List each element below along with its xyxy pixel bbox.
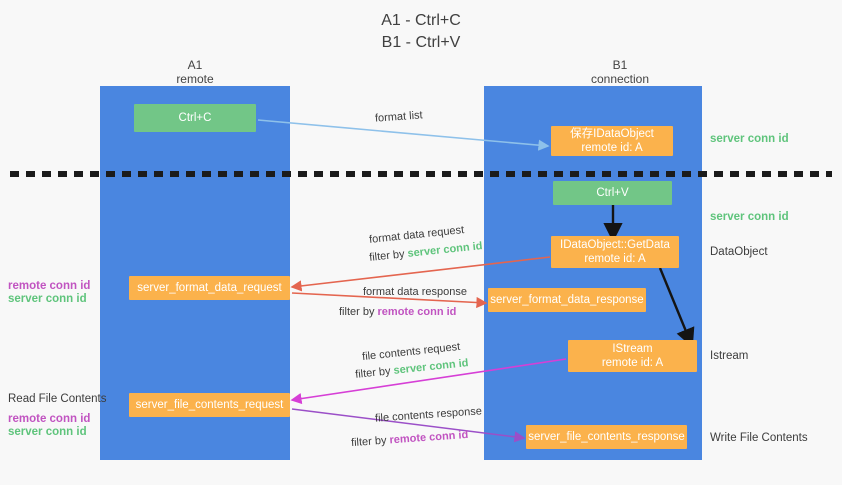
edge-label-file-contents-response-filter: filter by remote conn id	[351, 428, 469, 451]
edge-label-format-data-response: format data response	[363, 286, 467, 298]
lane-a1-name: A1	[187, 58, 203, 72]
label-dataobject: DataObject	[710, 246, 768, 258]
label-read-file-contents: Read File Contents	[8, 393, 107, 405]
fmt-resp-filter-pre: filter by	[339, 306, 375, 318]
lane-header-a1: A1 remote	[95, 58, 295, 86]
box-istream-line1: IStream	[612, 343, 653, 355]
box-file-req-label: server_file_contents_request	[135, 399, 284, 411]
label-write-file-contents: Write File Contents	[710, 432, 808, 444]
diagram-title: A1 - Ctrl+C B1 - Ctrl+V	[0, 10, 842, 54]
box-fmt-resp-label: server_format_data_response	[490, 294, 644, 306]
label-server-conn-id-2: server conn id	[8, 426, 87, 438]
lane-b1-name: B1	[612, 58, 628, 72]
box-save-idataobject[interactable]: 保存IDataObject remote id: A	[551, 126, 673, 156]
box-server-format-data-request[interactable]: server_format_data_request	[129, 276, 290, 300]
label-istream: Istream	[710, 350, 749, 362]
lane-header-b1: B1 connection	[520, 58, 720, 86]
label-remote-conn-id-1: remote conn id	[8, 280, 91, 292]
phase-divider	[10, 171, 832, 177]
box-getdata-line2: remote id: A	[584, 253, 646, 265]
box-getdata-line1: IDataObject::GetData	[560, 239, 670, 251]
file-resp-filter-pre: filter by	[350, 434, 387, 450]
box-save-idataobject-line2: remote id: A	[581, 142, 643, 154]
box-ctrl-c[interactable]: Ctrl+C	[134, 104, 256, 132]
box-istream[interactable]: IStream remote id: A	[568, 340, 697, 372]
box-server-format-data-response[interactable]: server_format_data_response	[488, 288, 646, 312]
label-remote-conn-id-2: remote conn id	[8, 413, 91, 425]
edge-label-format-data-response-filter: filter by remote conn id	[339, 305, 456, 320]
label-server-conn-id-mid: server conn id	[710, 211, 789, 223]
box-idataobject-getdata[interactable]: IDataObject::GetData remote id: A	[551, 236, 679, 268]
file-resp-filter-key: remote conn id	[389, 428, 469, 447]
fmt-req-filter-pre: filter by	[368, 248, 406, 264]
box-server-file-contents-response[interactable]: server_file_contents_response	[526, 425, 687, 449]
label-server-conn-id-top: server conn id	[710, 133, 789, 145]
edge-label-file-contents-response: file contents response	[374, 405, 483, 425]
lane-b1-sub: connection	[590, 72, 650, 86]
label-server-conn-id-1: server conn id	[8, 293, 87, 305]
box-ctrl-v-label: Ctrl+V	[596, 187, 629, 199]
box-server-file-contents-request[interactable]: server_file_contents_request	[129, 393, 290, 417]
lane-a1-sub: remote	[176, 72, 214, 86]
box-file-resp-label: server_file_contents_response	[528, 431, 685, 443]
title-line-1: A1 - Ctrl+C	[381, 12, 461, 29]
box-save-idataobject-line1: 保存IDataObject	[570, 128, 654, 140]
box-ctrl-c-label: Ctrl+C	[178, 112, 212, 124]
title-line-2: B1 - Ctrl+V	[381, 34, 461, 51]
file-req-filter-pre: filter by	[354, 365, 392, 381]
fmt-req-filter-key: server conn id	[406, 240, 483, 260]
fmt-resp-filter-key: remote conn id	[377, 306, 457, 318]
edge-label-format-list: format list	[374, 109, 424, 125]
box-ctrl-v[interactable]: Ctrl+V	[553, 181, 672, 205]
box-istream-line2: remote id: A	[601, 357, 664, 369]
box-fmt-req-label: server_format_data_request	[137, 282, 282, 294]
